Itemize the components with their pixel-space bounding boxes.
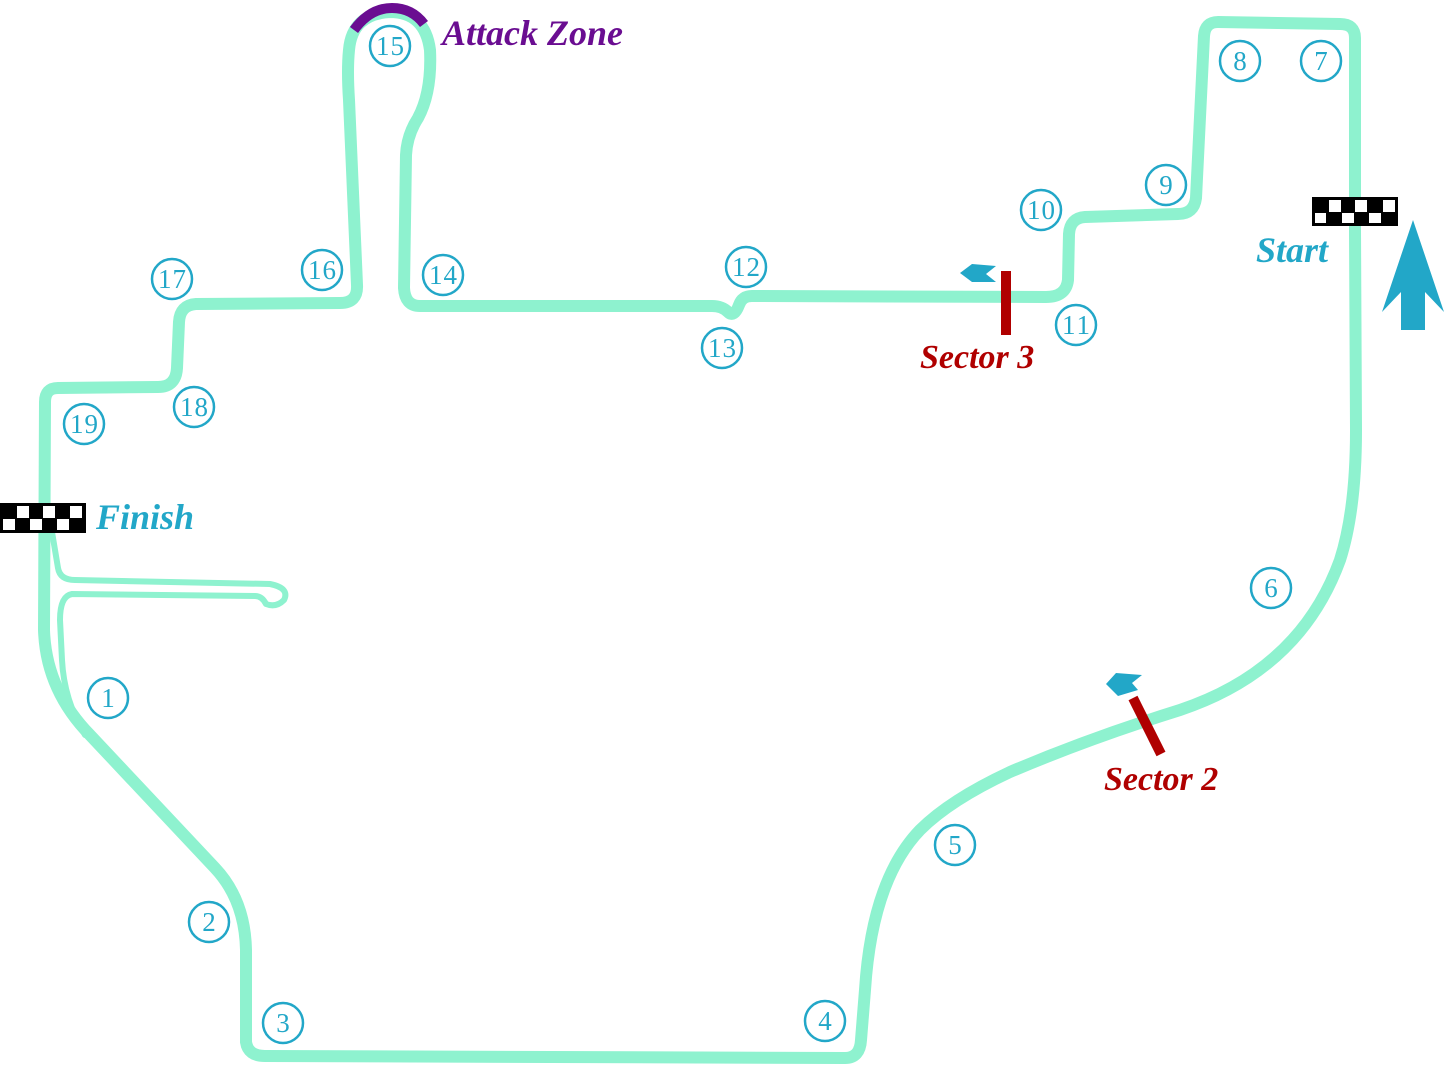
sector-2-line (1128, 695, 1166, 757)
turn-number: 14 (429, 260, 458, 290)
turn-circle (1299, 39, 1343, 83)
sector-2-label: Sector 2 (1104, 761, 1218, 798)
turn-circle (1249, 566, 1293, 610)
turn-marker-19: 19 (62, 402, 106, 446)
turn-marker-18: 18 (172, 385, 216, 429)
turn-number: 5 (948, 830, 962, 860)
turn-marker-1: 1 (86, 676, 130, 720)
turn-circle (700, 326, 744, 370)
turn-marker-4: 4 (803, 999, 847, 1043)
finish-label: Finish (95, 497, 194, 537)
turn-marker-10: 10 (1019, 188, 1063, 232)
turn-number: 15 (376, 31, 404, 61)
turn-marker-16: 16 (300, 248, 344, 292)
turn-number: 18 (180, 392, 208, 422)
sector-flag-icon (960, 264, 996, 282)
turn-circle (300, 248, 344, 292)
turn-number: 16 (308, 255, 336, 285)
turn-marker-6: 6 (1249, 566, 1293, 610)
direction-arrow-icon (1382, 220, 1444, 330)
turn-circle (803, 999, 847, 1043)
turn-marker-5: 5 (933, 823, 977, 867)
turn-marker-8: 8 (1218, 39, 1262, 83)
pit-lane (47, 517, 289, 738)
turn-number: 9 (1159, 170, 1173, 200)
turn-marker-13: 13 (700, 326, 744, 370)
turn-marker-2: 2 (187, 900, 231, 944)
turn-number: 6 (1264, 573, 1278, 603)
turn-circle (187, 900, 231, 944)
checkered-flag-icon (0, 503, 86, 533)
turn-circle (1054, 303, 1098, 347)
attack-zone-label: Attack Zone (440, 13, 623, 53)
turn-number: 10 (1027, 195, 1055, 225)
turn-number: 13 (708, 333, 736, 363)
turn-marker-12: 12 (724, 245, 768, 289)
turn-marker-15: 15 (368, 24, 412, 68)
turn-marker-14: 14 (421, 253, 465, 297)
turn-circle (933, 823, 977, 867)
turn-number: 8 (1233, 46, 1247, 76)
turn-circle (150, 257, 194, 301)
attack-zone-arc (349, 2, 428, 34)
turn-marker-17: 17 (150, 257, 194, 301)
turn-circle (62, 402, 106, 446)
checkered-flag-icon (1312, 197, 1398, 226)
turn-number: 12 (732, 252, 760, 282)
sector-3-label: Sector 3 (920, 339, 1034, 376)
turn-marker-11: 11 (1054, 303, 1098, 347)
start-label: Start (1256, 230, 1329, 270)
turn-number: 11 (1062, 310, 1090, 340)
turn-circle (172, 385, 216, 429)
turn-number: 2 (202, 907, 216, 937)
turn-number: 3 (276, 1008, 290, 1038)
turn-circle (1019, 188, 1063, 232)
turn-circle (261, 1001, 305, 1045)
sector-flag-icon (1106, 673, 1142, 696)
turn-number: 17 (158, 264, 186, 294)
turn-number: 1 (101, 683, 115, 713)
turn-circle (724, 245, 768, 289)
turn-marker-3: 3 (261, 1001, 305, 1045)
turn-number: 4 (818, 1006, 832, 1036)
race-track (38, 6, 1362, 1064)
turn-marker-7: 7 (1299, 39, 1343, 83)
turn-marker-9: 9 (1144, 163, 1188, 207)
turn-circle (421, 253, 465, 297)
turn-circle (1144, 163, 1188, 207)
turn-number: 7 (1314, 46, 1328, 76)
turn-number: 19 (70, 409, 98, 439)
turn-circle (1218, 39, 1262, 83)
turn-circle (368, 24, 412, 68)
turn-circle (86, 676, 130, 720)
